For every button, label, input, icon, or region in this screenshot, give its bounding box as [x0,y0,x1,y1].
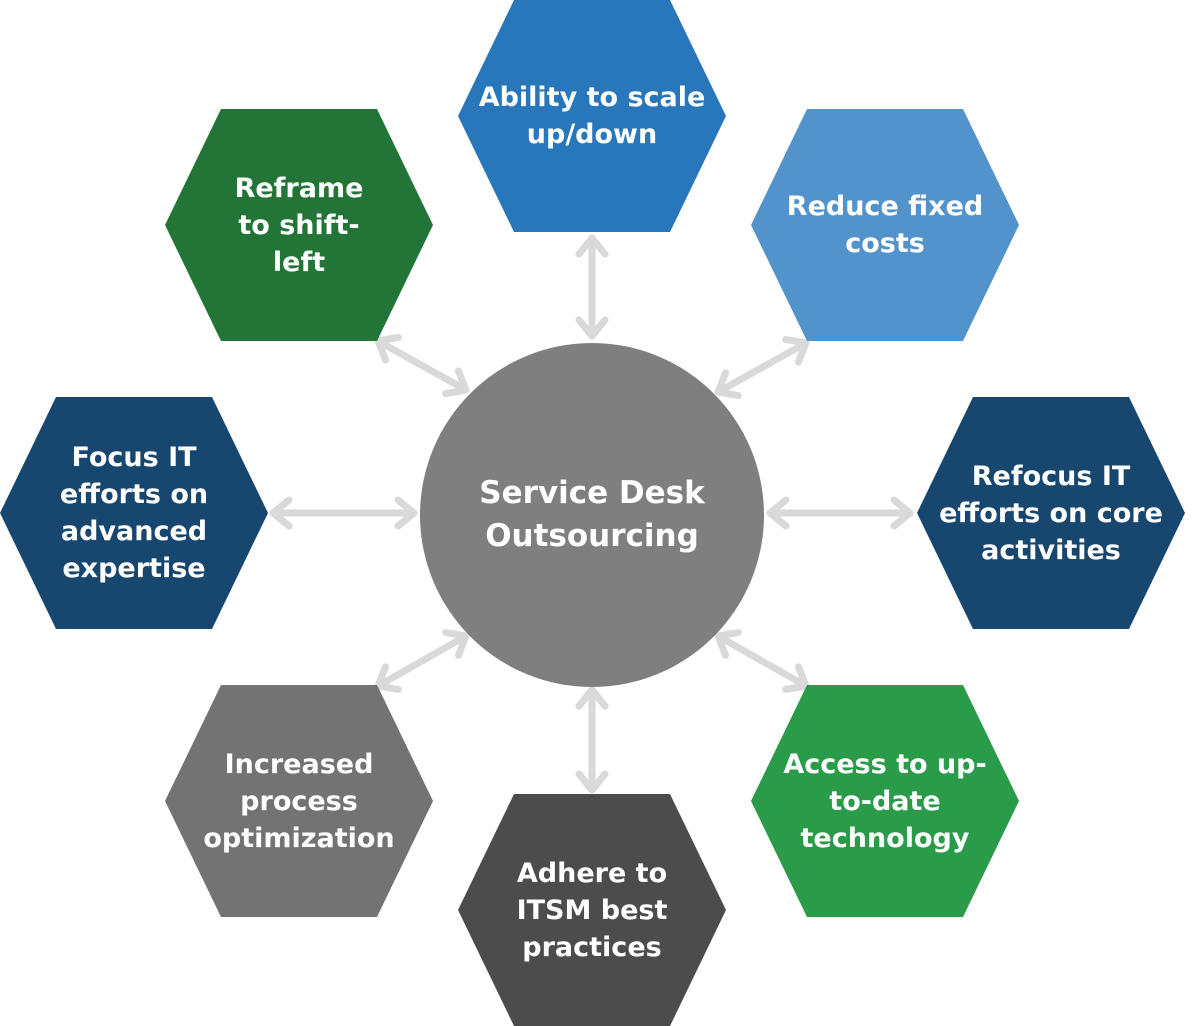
connector-arrow-expertise [269,496,418,530]
node-optimization-label: Increased process optimization [203,748,395,854]
connector-arrow-core-activities [766,496,914,530]
node-shift-left: Reframe to shift- left [165,109,433,341]
node-optimization: Increased process optimization [165,685,433,917]
node-expertise-label: Focus IT efforts on advanced expertise [59,442,209,584]
hub-circle: Service Desk Outsourcing [420,343,764,687]
node-expertise: Focus IT efforts on advanced expertise [0,397,268,629]
node-shift-left-label: Reframe to shift- left [234,172,364,278]
connector-arrow-itsm [575,686,609,794]
connector-arrow-scale [575,234,609,340]
node-itsm-label: Adhere to ITSM best practices [516,857,668,963]
node-technology-label: Access to up- to-date technology [783,748,987,854]
node-itsm: Adhere to ITSM best practices [458,794,726,1026]
connector-arrow-fixed-costs [714,335,810,400]
connector-arrow-optimization [374,629,470,693]
node-scale-label: Ability to scale up/down [478,82,706,150]
connector-arrow-shift-left [374,333,470,398]
node-core-activities-label: Refocus IT efforts on core activities [939,460,1163,566]
hub-label: Service Desk Outsourcing [479,475,705,554]
node-fixed-costs-label: Reduce fixed costs [786,191,984,259]
node-technology: Access to up- to-date technology [751,685,1019,917]
node-core-activities: Refocus IT efforts on core activities [917,397,1185,629]
node-scale: Ability to scale up/down [458,0,726,232]
connector-arrow-technology [714,629,810,693]
node-fixed-costs: Reduce fixed costs [751,109,1019,341]
